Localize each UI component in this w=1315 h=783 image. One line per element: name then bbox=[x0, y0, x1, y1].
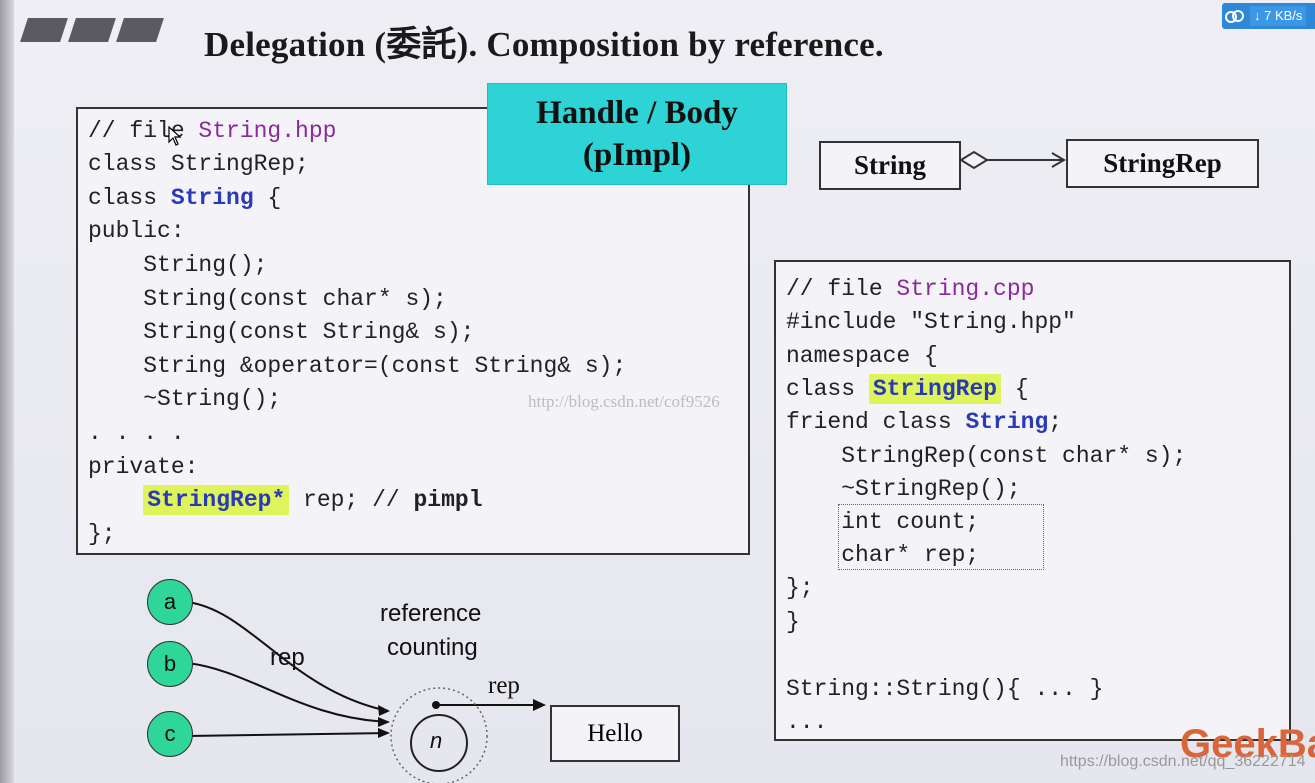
rep-label-right: rep bbox=[488, 672, 520, 699]
watermark: http://blog.csdn.net/cof9526 bbox=[528, 392, 720, 411]
data-members-box bbox=[838, 504, 1044, 570]
counting-label: counting bbox=[387, 634, 478, 661]
slide-edge bbox=[0, 0, 14, 783]
net-speed-text: ↓ 7 KB/s bbox=[1250, 6, 1307, 26]
handle-body-label: Handle / Body (pImpl) bbox=[488, 84, 786, 184]
mouse-cursor-icon bbox=[168, 126, 182, 146]
geek-logo: GeekBa bbox=[1180, 722, 1315, 766]
cpp-code: // file String.cpp #include "String.hpp"… bbox=[786, 276, 1187, 735]
stringrep-class-highlight: StringRep bbox=[868, 374, 1002, 404]
reference-label: reference bbox=[380, 600, 482, 627]
cloud-icon bbox=[1222, 3, 1248, 29]
node-c: c bbox=[147, 711, 193, 757]
slide-title: Delegation (委託). Composition by referenc… bbox=[204, 25, 884, 64]
node-b: b bbox=[147, 641, 193, 687]
network-speed-widget[interactable]: ↓ 7 KB/s bbox=[1222, 3, 1315, 29]
stringrep-pointer-highlight: StringRep* bbox=[143, 485, 290, 515]
rep-label-left: rep bbox=[270, 644, 305, 671]
uml-stringrep-box: StringRep bbox=[1066, 139, 1259, 188]
node-a: a bbox=[147, 579, 193, 625]
count-n-label: n bbox=[430, 728, 443, 753]
uml-string-box: String bbox=[819, 141, 961, 190]
hpp-code: // file String.hpp class StringRep; clas… bbox=[88, 118, 627, 547]
hello-box: Hello bbox=[550, 705, 680, 762]
footer-url: https://blog.csdn.net/qq_36222714 bbox=[1060, 753, 1306, 770]
cpp-code-box: // file String.cpp #include "String.hpp"… bbox=[774, 260, 1291, 741]
